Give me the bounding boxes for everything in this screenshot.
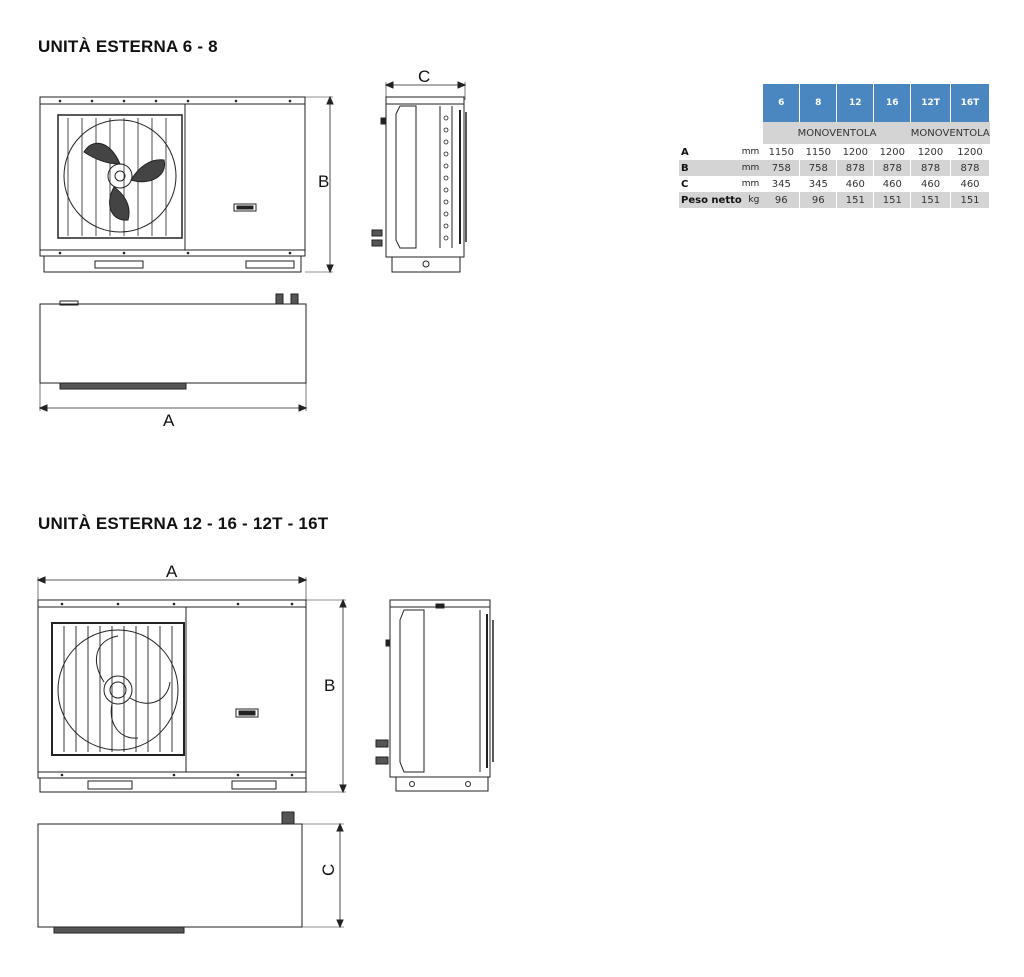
dim-label-c: C (319, 864, 338, 876)
dim-label-b: B (318, 172, 329, 191)
table-cell: 1200 (910, 144, 951, 160)
table-cell: 460 (836, 176, 875, 192)
table-cell: 1200 (950, 144, 991, 160)
row-label: A (681, 146, 689, 158)
row-label: B (679, 160, 742, 176)
table-cell: 758 (763, 160, 801, 176)
row-unit: mm (741, 179, 760, 189)
table-cell: 1200 (873, 144, 912, 160)
table-row: B mm 758 758 878 878 878 878 (679, 160, 991, 176)
table-cell: 151 (836, 192, 875, 208)
table-row: Peso netto kg 96 96 151 151 151 151 (679, 192, 991, 208)
table-cell: 758 (799, 160, 838, 176)
model-header: 12T (910, 84, 951, 122)
row-unit: kg (741, 192, 764, 208)
model-header: 16 (873, 84, 912, 122)
row-label: Peso netto (679, 192, 742, 208)
table-cell: 345 (799, 176, 838, 192)
unit-12-16-top-view (37, 811, 344, 934)
row-unit: mm (741, 147, 760, 157)
table-cell: 151 (910, 192, 951, 208)
fan-type-row: MONOVENTOLA MONOVENTOLA (679, 122, 990, 144)
unit-6-8-side-view (371, 81, 467, 273)
unit-12-16-side-view (375, 599, 494, 792)
model-header: 8 (799, 84, 838, 122)
table-row: C mm 345 345 460 460 460 460 (679, 176, 991, 192)
table-cell: 878 (910, 160, 951, 176)
section2-title: UNITÀ ESTERNA 12 - 16 - 12T - 16T (38, 514, 329, 533)
model-header: 6 (763, 84, 801, 122)
unit-6-8-top-view (38, 293, 308, 412)
row-label: C (681, 178, 689, 190)
model-header: 12 (836, 84, 875, 122)
table-cell: 1200 (836, 144, 875, 160)
fan-type-label: MONOVENTOLA (910, 122, 990, 144)
specifications-table: 6 8 12 16 12T 16T MONOVENTOLA MONOVENTOL… (679, 84, 991, 208)
unit-6-8-front-view (39, 95, 334, 274)
table-cell: 460 (910, 176, 951, 192)
section1-title: UNITÀ ESTERNA 6 - 8 (38, 37, 218, 56)
dim-label-a: A (166, 562, 178, 581)
table-header-row: 6 8 12 16 12T 16T (679, 84, 991, 122)
table-cell: 460 (950, 176, 991, 192)
table-cell: 96 (763, 192, 801, 208)
table-cell: 1150 (763, 144, 801, 160)
table-cell: 345 (763, 176, 801, 192)
table-row: A mm 1150 1150 1200 1200 1200 1200 (679, 144, 991, 160)
table-cell: 878 (873, 160, 912, 176)
dim-label-b: B (324, 676, 335, 695)
dim-label-a: A (163, 411, 175, 430)
table-cell: 878 (950, 160, 991, 176)
table-cell: 151 (950, 192, 991, 208)
table-cell: 151 (873, 192, 912, 208)
table-cell: 1150 (799, 144, 838, 160)
row-unit: mm (741, 160, 764, 176)
table-cell: 96 (799, 192, 838, 208)
fan-type-label: MONOVENTOLA (763, 122, 911, 144)
model-header: 16T (950, 84, 991, 122)
dim-label-c: C (418, 67, 430, 86)
table-cell: 460 (873, 176, 912, 192)
unit-12-16-front-view (36, 576, 347, 794)
table-cell: 878 (836, 160, 875, 176)
